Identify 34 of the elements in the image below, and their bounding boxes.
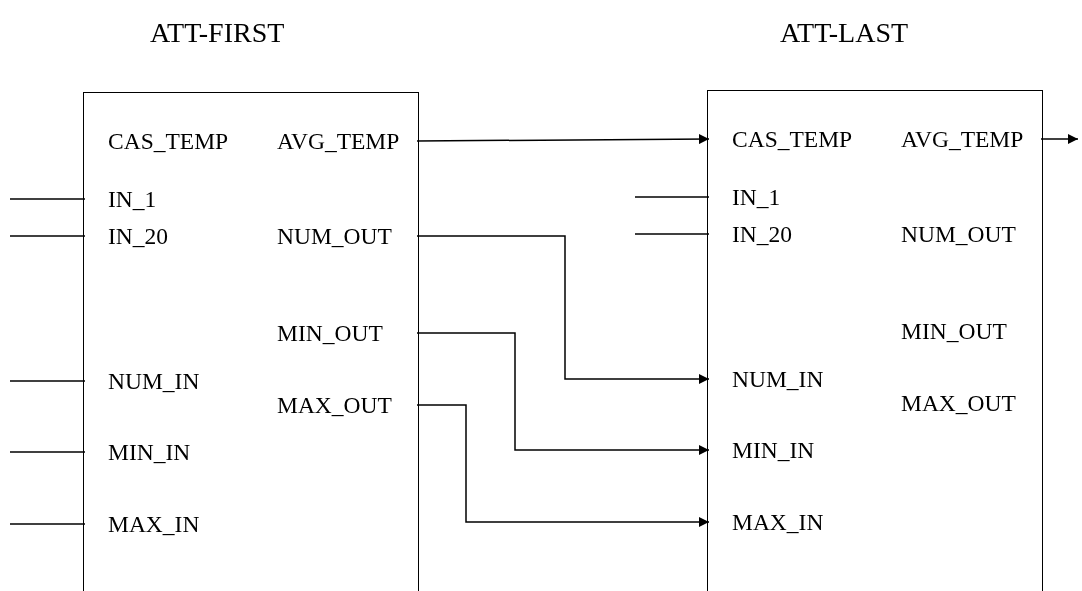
port-label: IN_20: [708, 220, 793, 248]
port-label: NUM_OUT: [901, 220, 1042, 248]
arrow: [1040, 134, 1079, 144]
port-label: MIN_IN: [708, 436, 815, 464]
port-label: MAX_IN: [84, 510, 200, 538]
signal-line: [9, 523, 86, 525]
signal-line: [9, 380, 86, 382]
port-label: MIN_OUT: [901, 317, 1042, 345]
port-label: IN_20: [84, 222, 169, 250]
signal-line: [634, 196, 710, 198]
port-label: CAS_TEMP: [84, 127, 229, 155]
port-label: MIN_OUT: [277, 319, 418, 347]
port-label: AVG_TEMP: [901, 125, 1042, 153]
signal-line: [9, 235, 86, 237]
port-label: CAS_TEMP: [708, 125, 853, 153]
port-label: MAX_OUT: [277, 391, 418, 419]
port-label: IN_1: [84, 185, 157, 213]
port-label: NUM_IN: [708, 365, 824, 393]
arrow: [416, 134, 710, 145]
port-label: NUM_IN: [84, 367, 200, 395]
arrow: [416, 404, 710, 527]
signal-line: [634, 233, 710, 235]
block-title: ATT-FIRST: [150, 17, 285, 49]
block-title: ATT-LAST: [780, 17, 909, 49]
port-label: IN_1: [708, 183, 781, 211]
port-label: MAX_OUT: [901, 389, 1042, 417]
port-label: MIN_IN: [84, 438, 191, 466]
signal-line: [9, 198, 86, 200]
arrow: [416, 235, 710, 384]
port-label: AVG_TEMP: [277, 127, 418, 155]
arrow: [416, 332, 710, 455]
port-label: NUM_OUT: [277, 222, 418, 250]
port-label: MAX_IN: [708, 508, 824, 536]
signal-line: [9, 451, 86, 453]
